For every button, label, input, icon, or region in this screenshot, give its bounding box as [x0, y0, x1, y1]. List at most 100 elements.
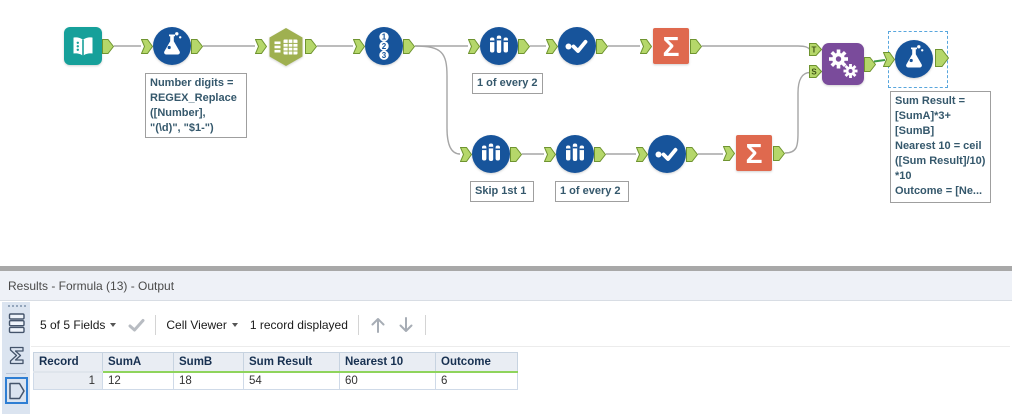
- output-anchor[interactable]: [510, 146, 523, 162]
- strip-divider: [6, 373, 26, 374]
- text-to-columns-icon: [267, 27, 305, 72]
- input-anchor[interactable]: [543, 146, 557, 162]
- output-anchor[interactable]: [102, 38, 115, 54]
- cell-suma[interactable]: 12: [102, 371, 174, 390]
- workflow-canvas[interactable]: 1 2 3: [0, 0, 1012, 266]
- append-target-anchor[interactable]: T: [809, 43, 823, 56]
- cell-viewer-label: Cell Viewer: [166, 317, 227, 332]
- output-anchor[interactable]: [403, 38, 416, 54]
- column-header-record[interactable]: Record: [33, 352, 103, 373]
- metadata-view-button[interactable]: [5, 341, 28, 368]
- results-panel-body: 5 of 5 Fields Cell Viewer 1 record displ…: [0, 301, 1012, 414]
- tool-summarize-bottom[interactable]: Σ: [722, 134, 786, 177]
- toolbar-separator: [155, 314, 157, 335]
- apply-fields-button[interactable]: [128, 318, 145, 332]
- results-side-strip: [2, 302, 30, 414]
- annotation-sample-bottom[interactable]: 1 of every 2: [555, 181, 629, 202]
- cell-outcome[interactable]: 6: [435, 371, 518, 390]
- arrow-down-icon: [399, 316, 413, 332]
- tool-select-bottom[interactable]: [635, 135, 699, 177]
- table-header-row: Record SumA SumB Sum Result Nearest 10 O…: [33, 352, 518, 373]
- output-anchor[interactable]: [596, 38, 609, 54]
- column-header-nearest-10[interactable]: Nearest 10: [339, 352, 436, 373]
- summarize-icon: Σ: [735, 134, 773, 177]
- input-anchor[interactable]: [352, 38, 366, 54]
- scroll-up-button[interactable]: [369, 316, 387, 334]
- annotation-sample-skip[interactable]: Skip 1st 1: [470, 181, 534, 202]
- tool-formula-2-selected[interactable]: [882, 40, 950, 82]
- tool-sample-top[interactable]: [467, 27, 531, 69]
- results-panel-titlebar: Results - Formula (13) - Output: [0, 271, 1012, 301]
- input-anchor[interactable]: [254, 38, 268, 54]
- input-anchor[interactable]: [545, 38, 559, 54]
- tool-sample-bottom[interactable]: [543, 135, 607, 178]
- output-anchor[interactable]: [690, 38, 703, 54]
- output-anchor[interactable]: [305, 38, 318, 54]
- input-anchor[interactable]: [882, 51, 896, 67]
- cell-nearest-10[interactable]: 60: [339, 371, 436, 390]
- input-anchor[interactable]: [635, 146, 649, 162]
- sigma-outline-icon: [9, 346, 24, 364]
- records-view-button[interactable]: [5, 309, 28, 336]
- column-header-suma[interactable]: SumA: [102, 352, 174, 373]
- annotation-sample-top[interactable]: 1 of every 2: [472, 73, 543, 94]
- output-anchor[interactable]: [191, 38, 204, 54]
- record-count-text: 1 record displayed: [249, 317, 348, 332]
- fields-dropdown-label: 5 of 5 Fields: [40, 317, 106, 332]
- annotation-formula-sum[interactable]: Sum Result = [SumA]*3+ [SumB] Nearest 10…: [890, 91, 991, 203]
- sigma-glyph: Σ: [663, 31, 680, 62]
- target-anchor-label: T: [812, 46, 817, 55]
- output-anchor[interactable]: [773, 145, 786, 161]
- append-fields-icon: [822, 43, 864, 90]
- record-id-digit-2: 2: [382, 42, 387, 51]
- select-icon: [558, 27, 596, 70]
- formula-icon: [153, 27, 191, 70]
- drag-grip-icon[interactable]: [8, 305, 10, 307]
- cell-sum-result[interactable]: 54: [243, 371, 340, 390]
- wire-summarize-bottom-to-append-s[interactable]: [784, 71, 811, 154]
- connection-wires: [114, 45, 886, 155]
- toolbar-separator: [357, 314, 359, 335]
- scroll-down-button[interactable]: [397, 316, 415, 334]
- output-anchor[interactable]: [518, 38, 531, 54]
- append-source-anchor[interactable]: S: [809, 65, 823, 78]
- tool-formula-1[interactable]: [140, 27, 204, 70]
- record-id-icon: 1 2 3: [365, 27, 403, 70]
- wire-recordid-to-sample-skip[interactable]: [414, 45, 461, 155]
- annotation-formula-regex[interactable]: Number digits = REGEX_Replace ([Number],…: [145, 73, 247, 138]
- tool-sample-skip[interactable]: [459, 135, 523, 177]
- output-anchor[interactable]: [594, 146, 607, 162]
- output-anchor[interactable]: [686, 146, 699, 162]
- column-header-sum-result[interactable]: Sum Result: [243, 352, 340, 373]
- output-anchor-view-button[interactable]: [5, 377, 28, 404]
- tool-record-id[interactable]: 1 2 3: [352, 27, 416, 70]
- tool-text-to-columns[interactable]: [254, 27, 318, 72]
- wire-append-to-formula-selected[interactable]: [873, 59, 886, 63]
- cell-record-number[interactable]: 1: [33, 371, 103, 390]
- input-anchor[interactable]: [467, 38, 481, 54]
- output-anchor[interactable]: [935, 49, 950, 67]
- sample-icon: [556, 135, 594, 178]
- wire-summarize-top-to-append-t[interactable]: [702, 45, 811, 51]
- input-anchor[interactable]: [140, 38, 154, 54]
- input-anchor[interactable]: [722, 145, 736, 161]
- tool-append-fields[interactable]: T S: [809, 43, 887, 85]
- record-id-digit-1: 1: [382, 33, 387, 42]
- output-anchor[interactable]: [864, 56, 877, 72]
- results-toolbar: 5 of 5 Fields Cell Viewer 1 record displ…: [31, 303, 1010, 347]
- column-header-outcome[interactable]: Outcome: [435, 352, 518, 373]
- panel-splitter[interactable]: [0, 266, 1012, 271]
- cell-viewer-dropdown[interactable]: Cell Viewer: [166, 317, 238, 332]
- toolbar-separator: [424, 314, 426, 335]
- input-anchor[interactable]: [639, 38, 653, 54]
- tool-input-data[interactable]: [52, 27, 115, 69]
- anchor-pentagon-icon: [9, 382, 25, 399]
- input-anchor[interactable]: [459, 146, 473, 162]
- column-header-sumb[interactable]: SumB: [173, 352, 244, 373]
- dropdown-caret-icon: [110, 322, 117, 327]
- tool-select-top[interactable]: [545, 27, 609, 70]
- tool-summarize-top[interactable]: Σ: [639, 27, 703, 69]
- cell-sumb[interactable]: 18: [173, 371, 244, 390]
- fields-dropdown[interactable]: 5 of 5 Fields: [40, 317, 117, 332]
